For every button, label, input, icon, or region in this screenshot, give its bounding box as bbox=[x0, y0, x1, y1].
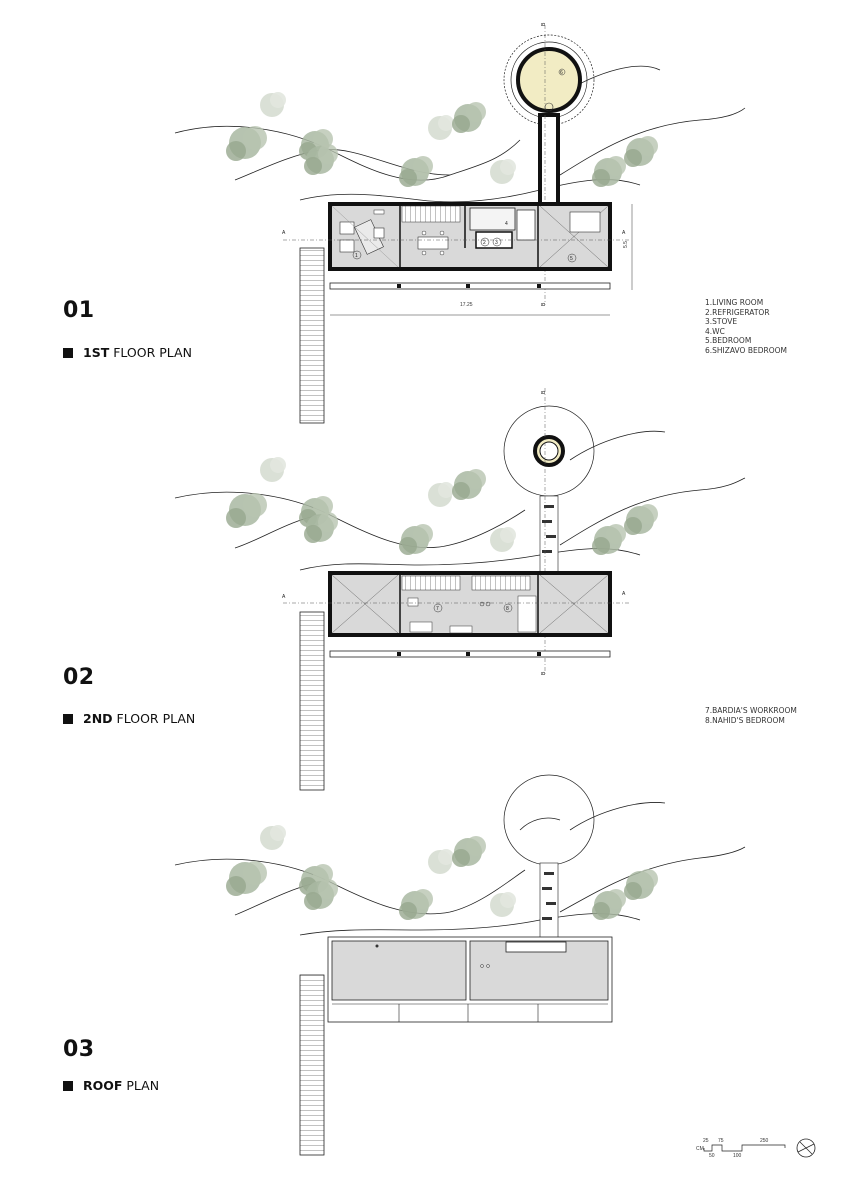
room-number: 5 bbox=[570, 256, 573, 262]
plan-title-rest: FLOOR PLAN bbox=[109, 345, 192, 360]
section-mark: A bbox=[282, 230, 286, 236]
terrain-line bbox=[299, 179, 641, 203]
north-arrow-icon bbox=[796, 1138, 816, 1158]
legend-item: 8.NAHID'S BEDROOM bbox=[705, 715, 785, 725]
scale-bar: CM 25 75 250 50 100 bbox=[696, 1138, 786, 1159]
room-number: 3 bbox=[495, 240, 498, 246]
section-mark: B bbox=[541, 22, 547, 26]
room-number: 1 bbox=[355, 253, 358, 259]
plan-title-rest: FLOOR PLAN bbox=[112, 711, 196, 726]
room-number: 6 bbox=[560, 70, 563, 76]
dimension-length: 17.25 bbox=[460, 302, 473, 308]
tower-room bbox=[516, 47, 582, 113]
bullet-square-icon bbox=[63, 713, 73, 724]
section-mark: A bbox=[282, 594, 286, 600]
plan-title-01: 1ST FLOOR PLAN bbox=[63, 345, 192, 360]
scale-tick: 75 bbox=[718, 1138, 724, 1144]
legend-item: 3.STOVE bbox=[705, 317, 738, 326]
terrain-line bbox=[559, 107, 746, 176]
section-mark: B bbox=[541, 671, 547, 675]
plan-number-03: 03 bbox=[63, 1037, 95, 1062]
section-mark: B bbox=[541, 302, 547, 306]
section-mark: A bbox=[622, 591, 626, 597]
plan-title-02: 2ND FLOOR PLAN bbox=[63, 711, 195, 726]
bullet-square-icon bbox=[63, 347, 73, 358]
scale-unit: CM bbox=[696, 1146, 704, 1152]
room-number: 4 bbox=[505, 221, 508, 227]
legend-item: 1.LIVING ROOM bbox=[705, 298, 764, 307]
roof-plan bbox=[174, 774, 746, 1156]
plan-title-03: ROOF PLAN bbox=[63, 1078, 159, 1093]
scale-tick: 50 bbox=[709, 1153, 715, 1159]
scale-tick: 100 bbox=[733, 1153, 742, 1159]
bullet-square-icon bbox=[63, 1080, 73, 1091]
legend-item: 4.WC bbox=[705, 326, 725, 336]
section-mark: A bbox=[622, 230, 626, 236]
plan-title-bold: 1ST bbox=[83, 345, 110, 360]
plan-number-01: 01 bbox=[63, 298, 95, 323]
legend-item: 7.BARDIA'S WORKROOM bbox=[705, 706, 797, 715]
second-floor-plan: B B 7 8 A A bbox=[174, 388, 746, 791]
room-number: 7 bbox=[436, 606, 439, 612]
legend-second-floor: 7.BARDIA'S WORKROOM 8.NAHID'S BEDROOM bbox=[705, 706, 797, 725]
plan-title-bold: ROOF bbox=[83, 1078, 123, 1093]
first-floor-plan: 6 B B 2 3 4 1 bbox=[174, 22, 746, 424]
plan-number-02: 02 bbox=[63, 665, 95, 690]
scale-tick: 25 bbox=[703, 1138, 709, 1144]
legend-first-floor: 1.LIVING ROOM 2.REFRIGERATOR 3.STOVE 4.W… bbox=[705, 298, 787, 355]
legend-item: 5.BEDROOM bbox=[705, 336, 752, 345]
scale-tick: 250 bbox=[760, 1138, 769, 1144]
dimension-width: 5.5 bbox=[623, 241, 629, 248]
external-stair bbox=[299, 247, 325, 424]
tower-corridor bbox=[538, 113, 560, 209]
plan-title-bold: 2ND bbox=[83, 711, 113, 726]
room-number: 8 bbox=[506, 606, 509, 612]
plan-title-rest: PLAN bbox=[122, 1078, 160, 1093]
section-mark: B bbox=[541, 390, 547, 394]
legend-item: 6.SHIZAVO BEDROOM bbox=[705, 345, 787, 355]
legend-item: 2.REFRIGERATOR bbox=[705, 307, 770, 317]
room-number: 2 bbox=[483, 240, 486, 246]
